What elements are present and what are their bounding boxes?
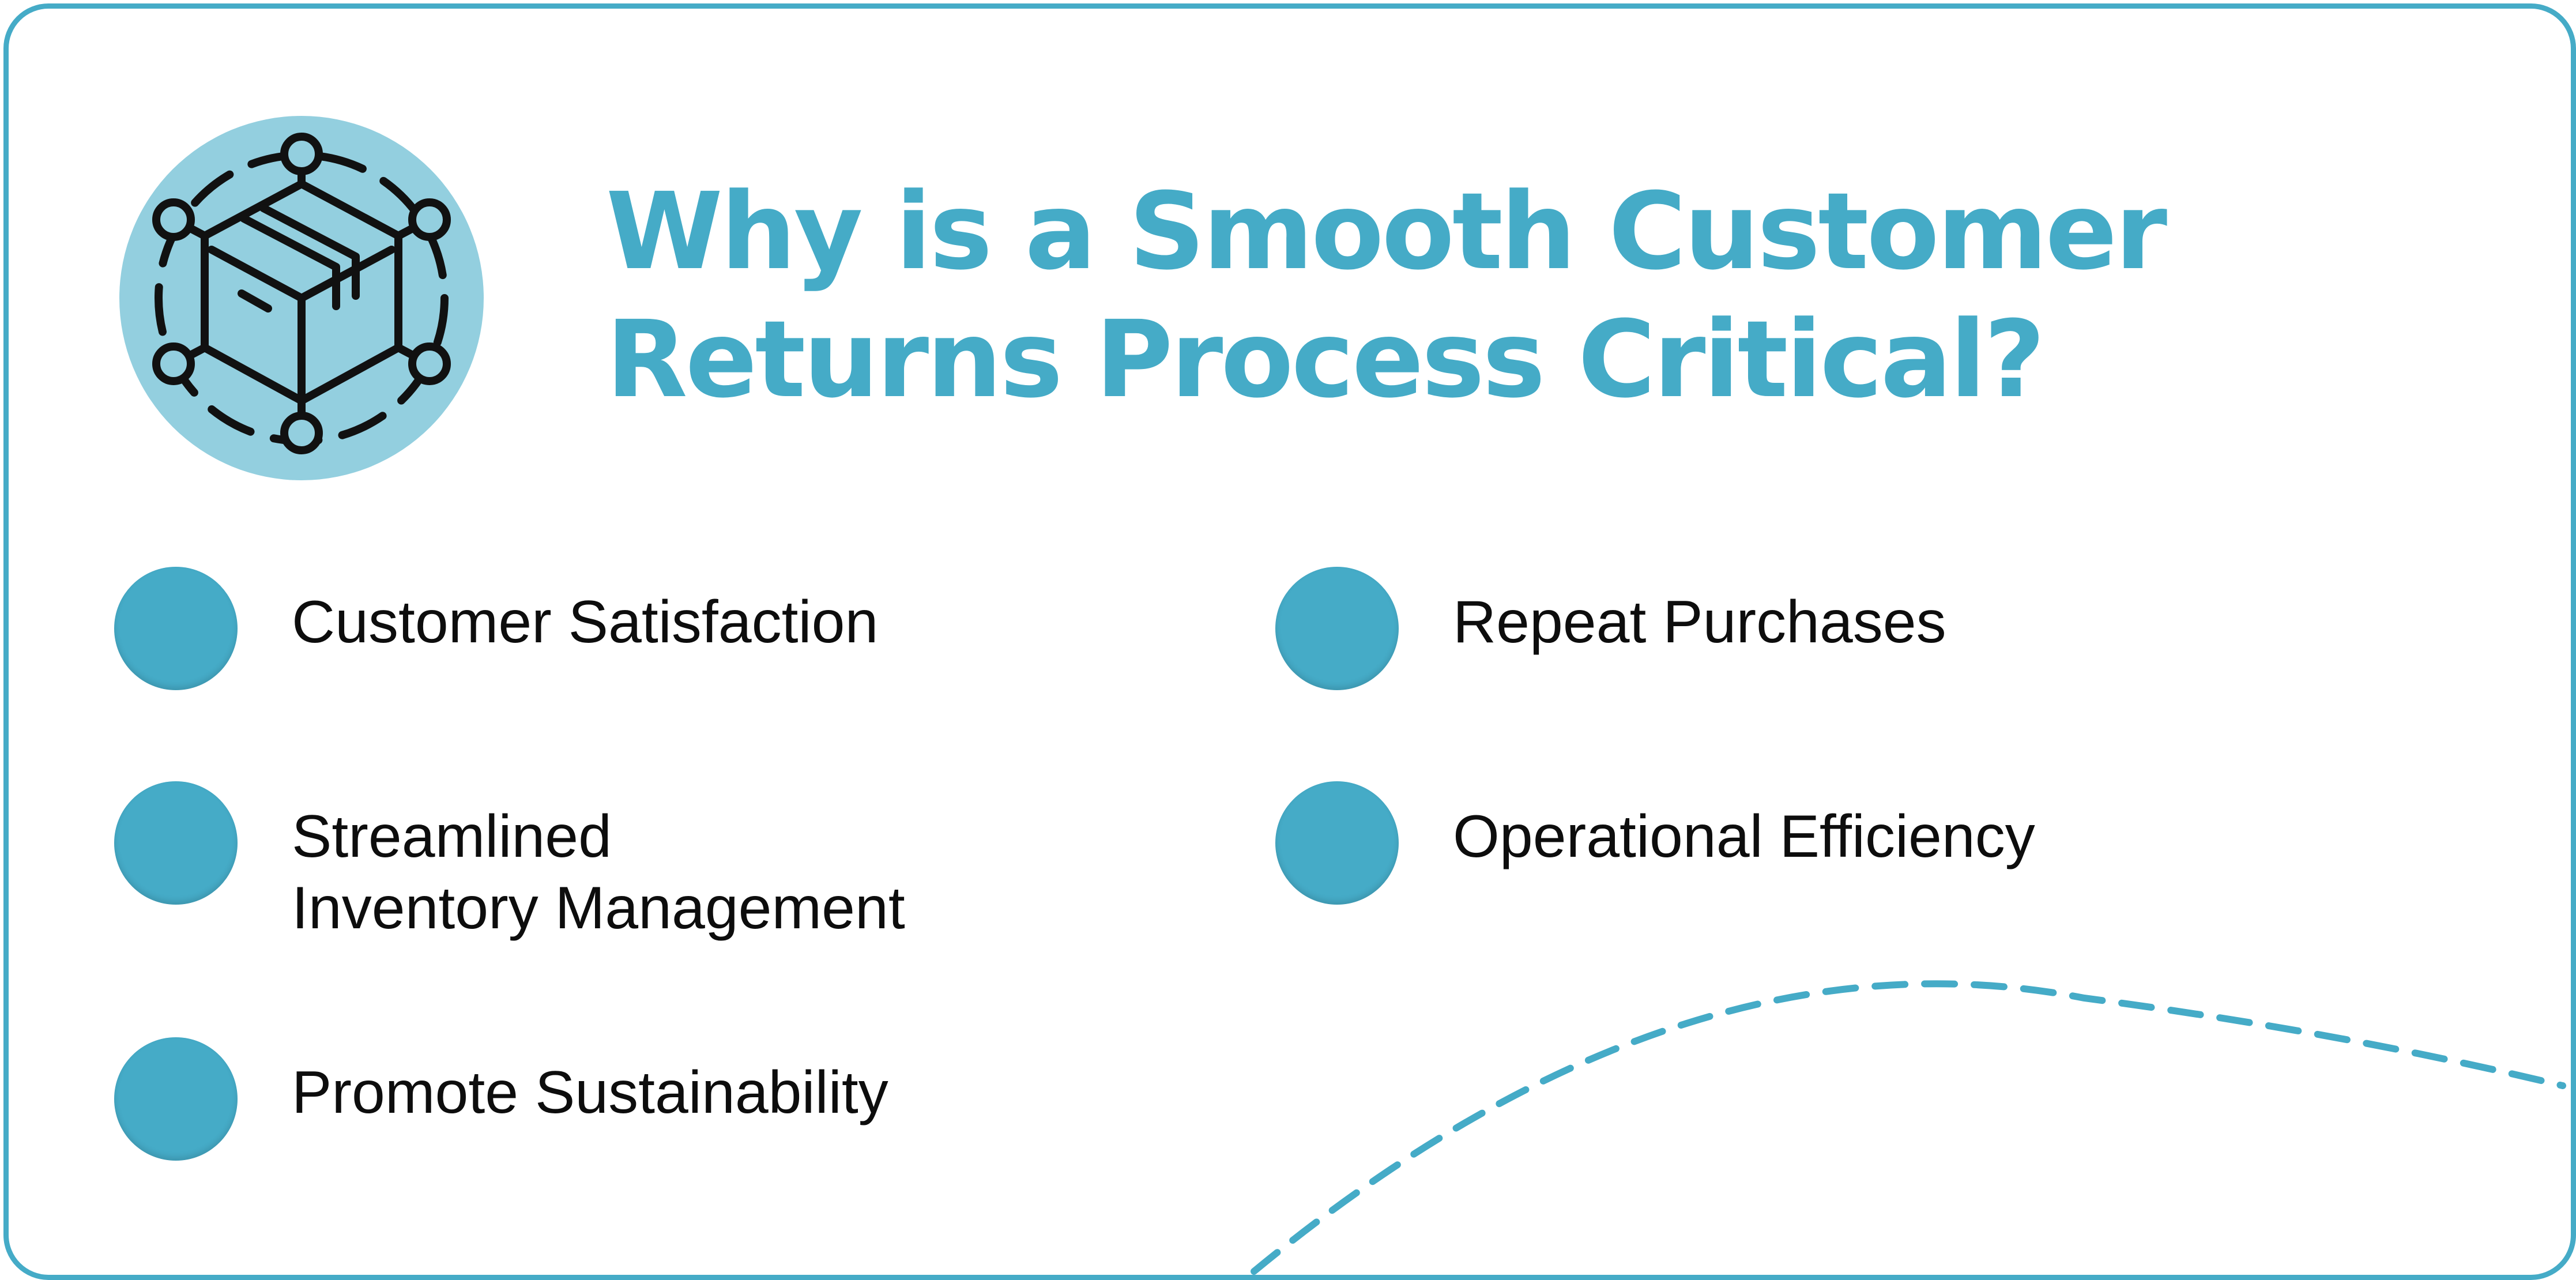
title-line-1: Why is a Smooth Customer — [606, 170, 2167, 293]
bullet-dot — [1275, 781, 1399, 905]
bullet-dot — [1275, 567, 1399, 690]
list-item-operational-efficiency: Operational Efficiency — [1275, 781, 2035, 905]
bullet-dot — [114, 781, 238, 905]
title-line-2: Returns Process Critical? — [606, 298, 2046, 421]
list-item-promote-sustainability: Promote Sustainability — [114, 1037, 888, 1161]
page-title: Why is a Smooth Customer Returns Process… — [606, 168, 2336, 424]
list-item-customer-satisfaction: Customer Satisfaction — [114, 567, 878, 690]
item-label: Promote Sustainability — [292, 1059, 888, 1126]
bullet-dot — [114, 1037, 238, 1161]
item-label: Streamlined Inventory Management — [292, 803, 905, 942]
list-item-streamlined-inventory: Streamlined Inventory Management — [114, 781, 905, 944]
network-package-icon — [119, 116, 484, 480]
bullet-dot — [114, 567, 238, 690]
item-label: Repeat Purchases — [1453, 589, 1946, 656]
infographic-card: Why is a Smooth Customer Returns Process… — [3, 3, 2576, 1280]
list-item-repeat-purchases: Repeat Purchases — [1275, 567, 1946, 690]
item-label: Operational Efficiency — [1453, 803, 2035, 870]
item-label: Customer Satisfaction — [292, 589, 879, 656]
